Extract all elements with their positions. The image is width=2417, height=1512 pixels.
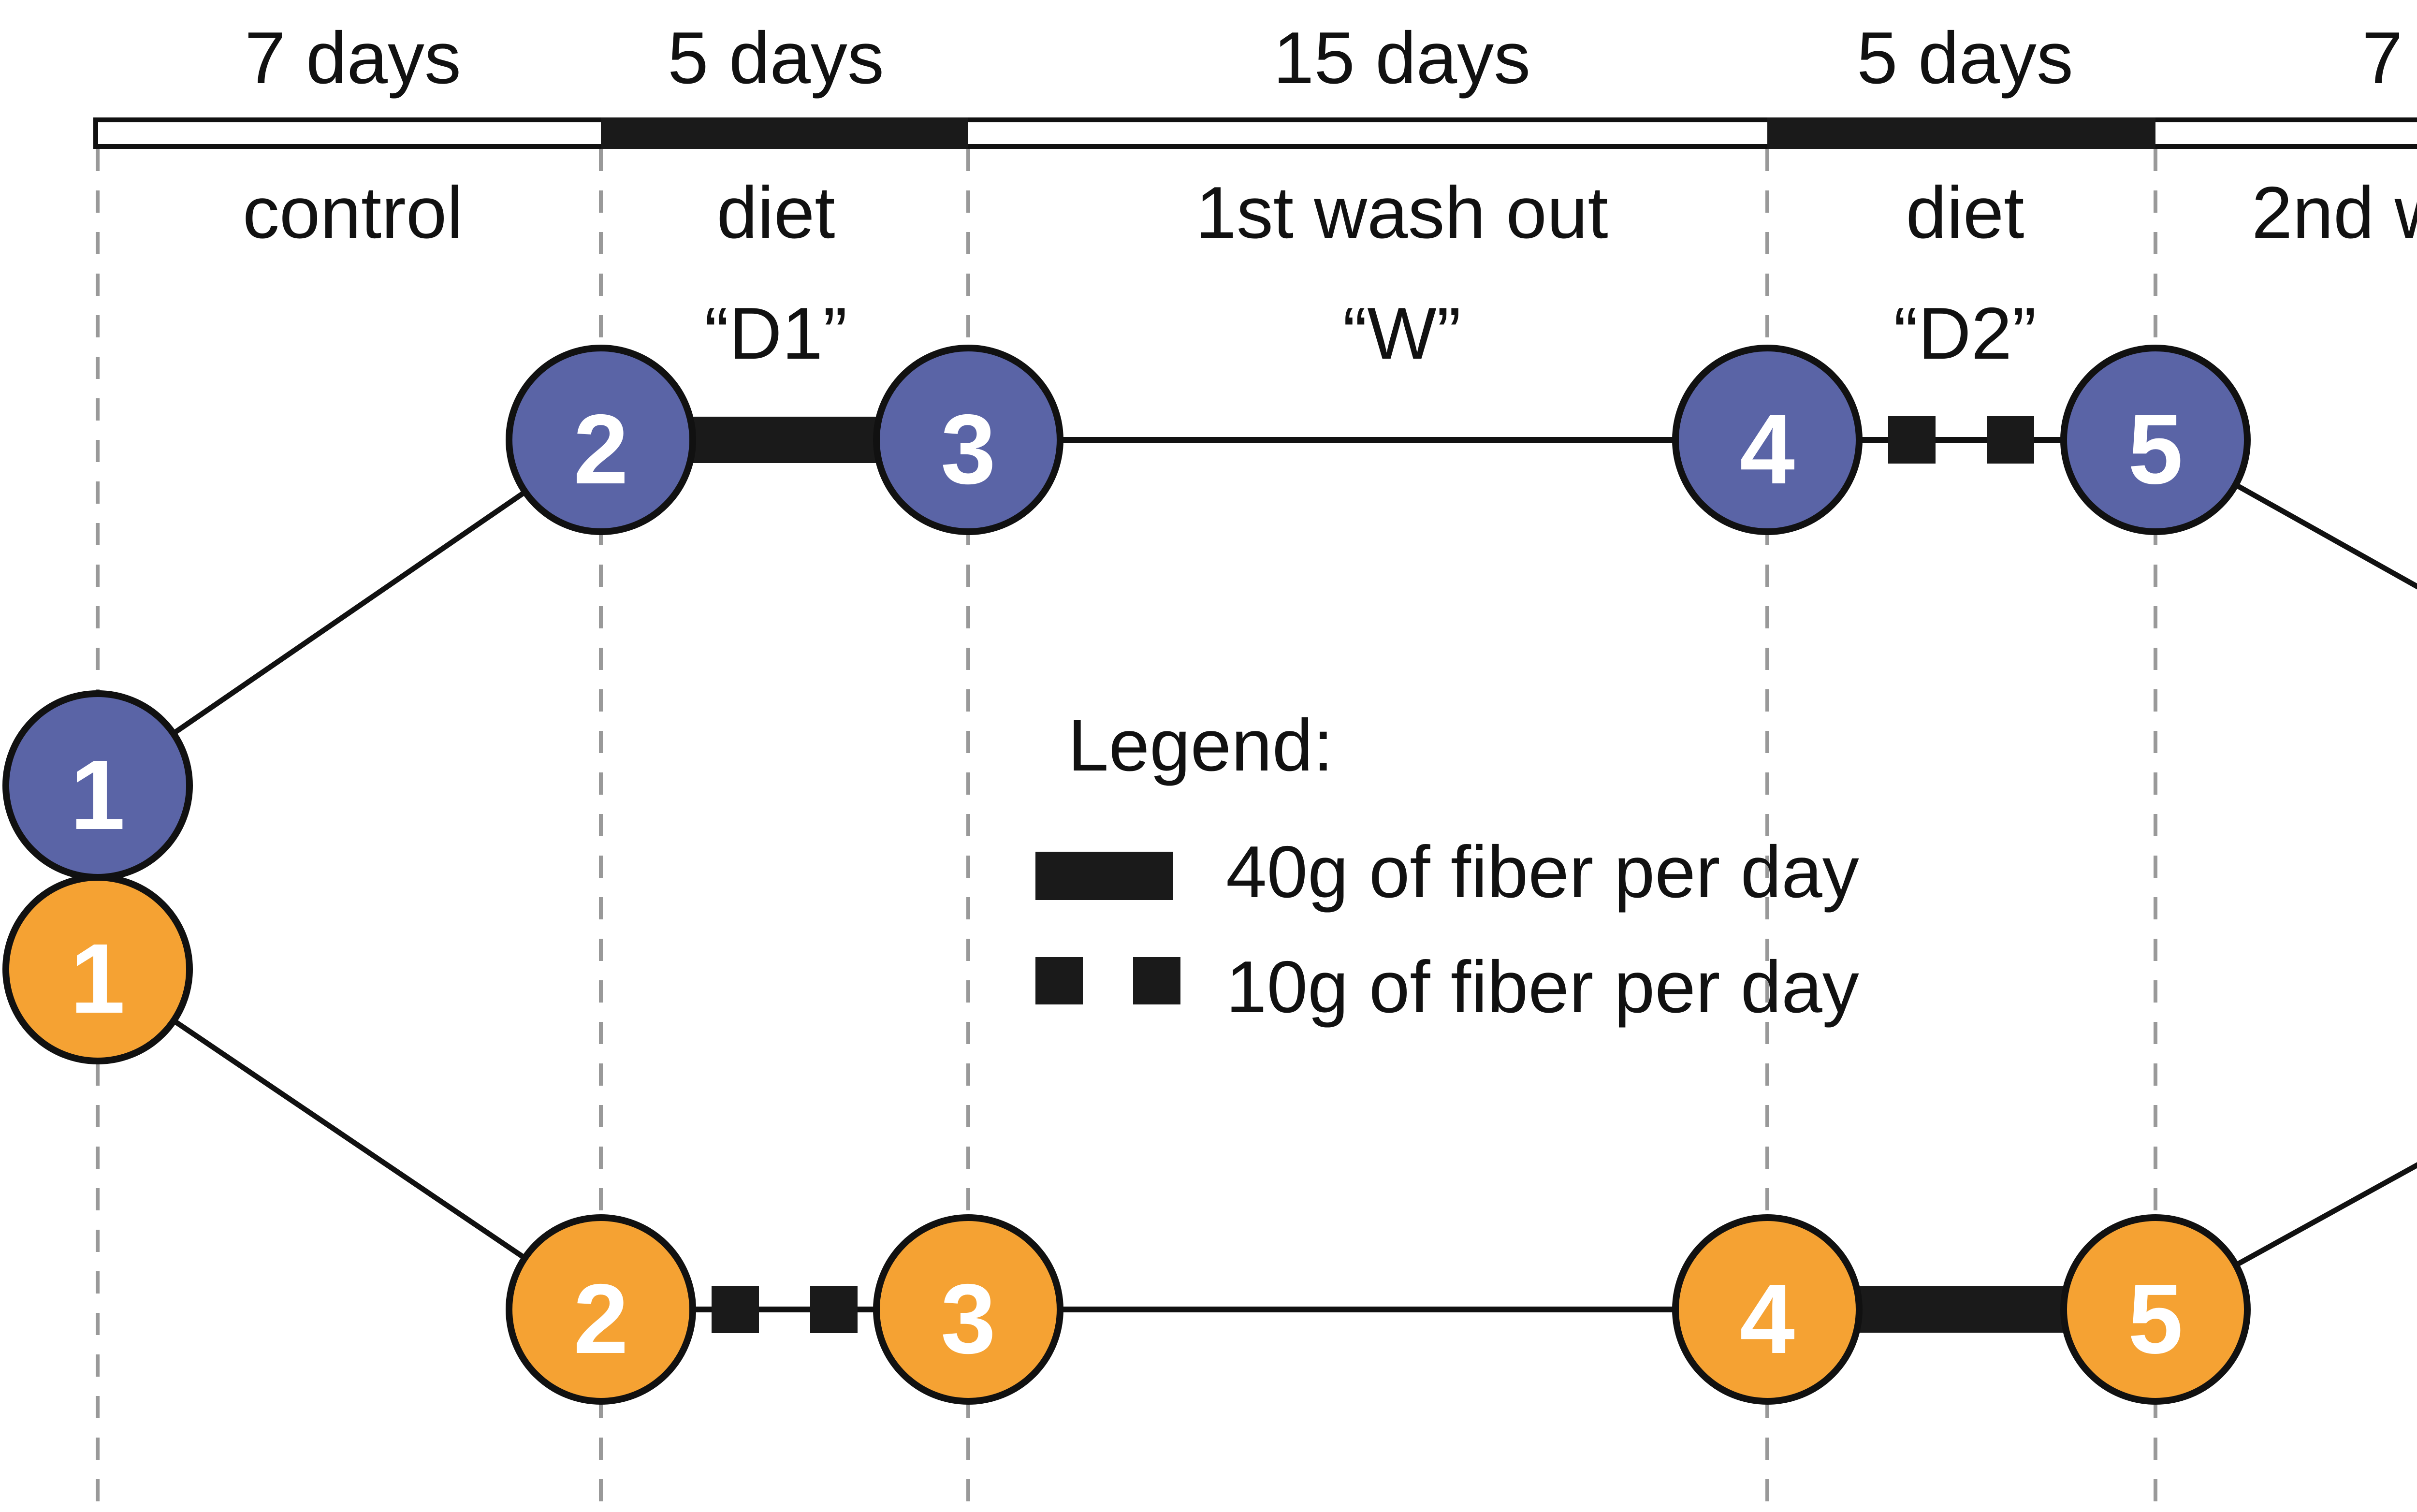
fiber-10g-square1-bottom-2-3 (712, 1286, 759, 1333)
diet1-filled-segment (601, 117, 968, 149)
link-bottom-1-2 (96, 967, 603, 1312)
node-top-2-number: 2 (573, 394, 628, 505)
code-label-d1: “D1” (704, 292, 847, 375)
sequence-bottom-nodes: 1 2 3 4 5 6 (2, 874, 2251, 1405)
node-top-3 (873, 345, 1063, 535)
legend-title: Legend: (1068, 704, 1333, 786)
code-label-w: “W” (1343, 292, 1461, 375)
phase-label-washout2: 2nd wash out (2252, 172, 2417, 254)
legend-swatch-40g-bar (1035, 852, 1173, 900)
duration-label-diet2: 5 days (1857, 17, 2073, 99)
link-top-1-2 (96, 437, 603, 788)
phase-label-diet1: diet (716, 172, 835, 254)
node-top-3-number: 3 (941, 394, 996, 505)
phase-label-diet2: diet (1906, 172, 2024, 254)
node-bottom-5 (2060, 1214, 2251, 1405)
phase-label-control: control (243, 172, 463, 254)
diet2-filled-segment (1767, 117, 2155, 149)
node-top-1-number: 1 (70, 740, 125, 850)
sequence-top-nodes: 1 2 3 4 5 6 (2, 345, 2251, 881)
node-top-5-number: 5 (2128, 394, 2183, 505)
duration-label-washout2: 7 days (2362, 17, 2417, 99)
fiber-10g-square2-bottom-2-3 (810, 1286, 858, 1333)
node-bottom-4-number: 4 (1740, 1264, 1795, 1374)
node-top-4 (1672, 345, 1863, 535)
node-top-5 (2060, 345, 2251, 535)
node-bottom-3 (873, 1214, 1063, 1405)
legend-label-40g: 40g of fiber per day (1226, 831, 1859, 913)
link-bottom-5-6 (2154, 1162, 2417, 1312)
node-bottom-1 (2, 874, 193, 1064)
fiber-10g-square2-top-4-5 (1987, 416, 2034, 464)
legend: Legend: 40g of fiber per day 10g of fibe… (1035, 704, 1859, 1028)
link-top-5-6 (2154, 437, 2417, 590)
legend-swatch-10g-square1 (1035, 957, 1083, 1004)
duration-label-washout1: 15 days (1273, 17, 1530, 99)
node-bottom-2 (506, 1214, 696, 1405)
fiber-10g-square1-top-4-5 (1888, 416, 1936, 464)
node-bottom-2-number: 2 (573, 1264, 628, 1374)
phase-labels: control diet 1st wash out diet 2nd wash … (243, 172, 2417, 254)
node-bottom-5-number: 5 (2128, 1264, 2183, 1374)
node-top-4-number: 4 (1740, 394, 1795, 505)
timeline-bar (93, 117, 2417, 149)
node-top-2 (506, 345, 696, 535)
legend-label-10g: 10g of fiber per day (1226, 946, 1859, 1028)
duration-label-control: 7 days (245, 17, 461, 99)
code-label-d2: “D2” (1893, 292, 2037, 375)
phase-label-washout1: 1st wash out (1195, 172, 1608, 254)
duration-label-diet1: 5 days (668, 17, 884, 99)
node-bottom-3-number: 3 (941, 1264, 996, 1374)
node-bottom-1-number: 1 (70, 923, 125, 1034)
node-bottom-4 (1672, 1214, 1863, 1405)
period-code-labels: “D1” “W” “D2” (704, 292, 2037, 375)
duration-labels: 7 days 5 days 15 days 5 days 7 days (245, 17, 2417, 99)
legend-swatch-10g-square2 (1133, 957, 1180, 1004)
